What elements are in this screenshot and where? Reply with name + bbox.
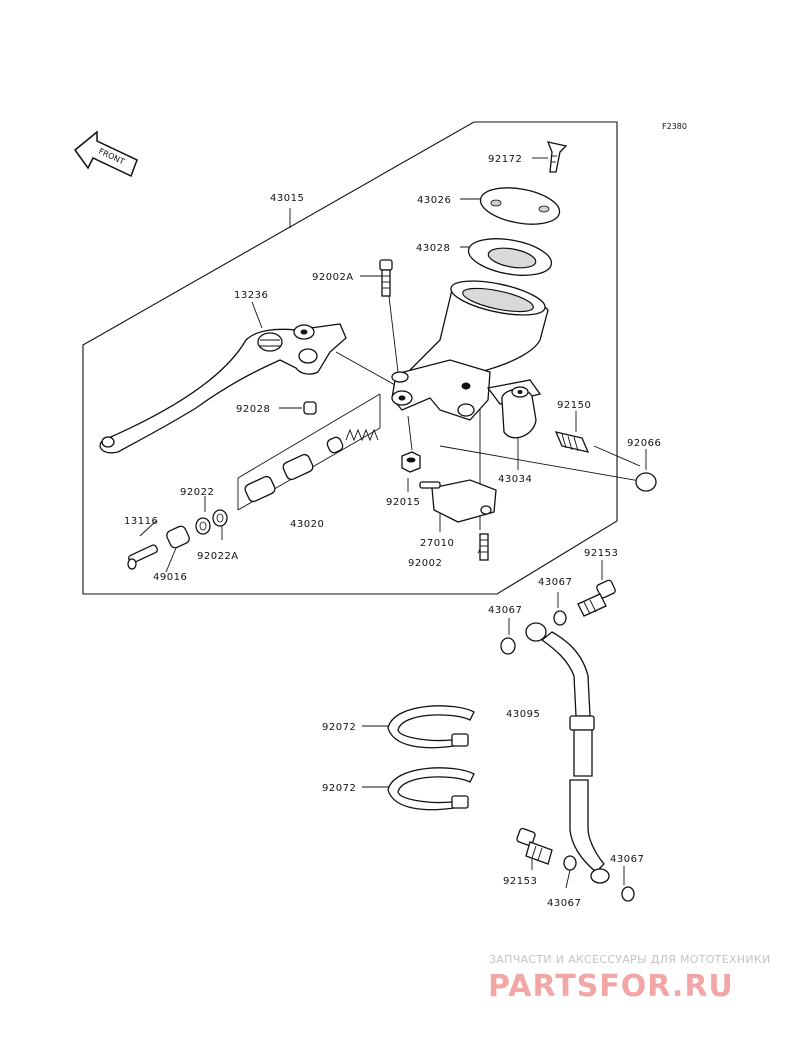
reservoir-diaphragm <box>467 238 553 276</box>
push-rod-holder <box>166 525 190 549</box>
clutch-lever <box>99 323 347 454</box>
clamp-screw-upper <box>379 259 393 297</box>
callout-43067-a: 43067 <box>538 577 572 588</box>
callout-13236: 13236 <box>234 290 268 301</box>
callout-43067-c: 43067 <box>610 854 644 865</box>
assembly-boundary <box>82 121 618 595</box>
piston-kit <box>244 428 379 503</box>
watermark-tagline: ЗАПЧАСТИ И АКСЕССУАРЫ ДЛЯ МОТОТЕХНИКИ <box>489 953 771 966</box>
reservoir-screw <box>546 141 568 173</box>
push-rod <box>127 544 158 570</box>
callout-92015: 92015 <box>386 497 420 508</box>
piston-spring <box>345 428 379 442</box>
lever-pivot-nut <box>401 451 421 473</box>
callout-13116: 13116 <box>124 516 158 527</box>
callout-43034: 43034 <box>498 474 532 485</box>
callout-92002: 92002 <box>408 558 442 569</box>
callout-43028: 43028 <box>416 243 450 254</box>
callout-43067-b: 43067 <box>488 605 522 616</box>
banjo-bolt-upper <box>577 579 616 617</box>
callout-92153-bottom: 92153 <box>503 876 537 887</box>
callout-92028: 92028 <box>236 404 270 415</box>
clutch-switch <box>419 479 497 523</box>
callout-43026: 43026 <box>417 195 451 206</box>
callout-92072-b: 92072 <box>322 783 356 794</box>
clutch-hose <box>525 622 610 884</box>
watermark-brand: PARTSFOR.RU <box>488 969 734 1004</box>
watermark: ЗАПЧАСТИ И АКСЕССУАРЫ ДЛЯ МОТОТЕХНИКИ PA… <box>488 953 771 1004</box>
banjo-bolt-lower <box>516 827 553 865</box>
callout-43095: 43095 <box>506 709 540 720</box>
callout-27010: 27010 <box>420 538 454 549</box>
figure-code: F2380 <box>662 122 687 131</box>
callout-labels: 43015 13236 92028 92002A 92172 43026 430… <box>124 154 661 909</box>
callout-92150: 92150 <box>557 400 591 411</box>
callout-92066: 92066 <box>627 438 661 449</box>
callout-92022: 92022 <box>180 487 214 498</box>
callout-43015: 43015 <box>270 193 304 204</box>
callout-92002A: 92002A <box>312 272 354 283</box>
switch-screw <box>479 533 489 561</box>
lever-pivot-collar <box>303 401 317 415</box>
master-cylinder-body <box>391 280 549 421</box>
mirror-hole-cap <box>635 472 657 492</box>
callout-92172: 92172 <box>488 154 522 165</box>
callout-49016: 49016 <box>153 572 187 583</box>
washer-43067-d <box>621 886 635 902</box>
callout-43067-d: 43067 <box>547 898 581 909</box>
handlebar-clamp <box>501 386 537 439</box>
callout-92022A: 92022A <box>197 551 239 562</box>
callout-43020: 43020 <box>290 519 324 530</box>
switch-boot <box>554 431 590 453</box>
reservoir-cap <box>479 187 561 225</box>
hose-clamp-lower <box>387 767 475 811</box>
front-arrow-icon: FRONT <box>73 130 138 178</box>
washer-43067-c <box>563 855 577 871</box>
washer-43067-b <box>500 637 516 655</box>
circlip-92022A <box>212 509 228 527</box>
circlip-92022 <box>195 517 211 535</box>
hose-clamp-upper <box>387 705 475 749</box>
callout-92072-a: 92072 <box>322 722 356 733</box>
callout-92153-top: 92153 <box>584 548 618 559</box>
washer-43067-a <box>553 610 567 626</box>
